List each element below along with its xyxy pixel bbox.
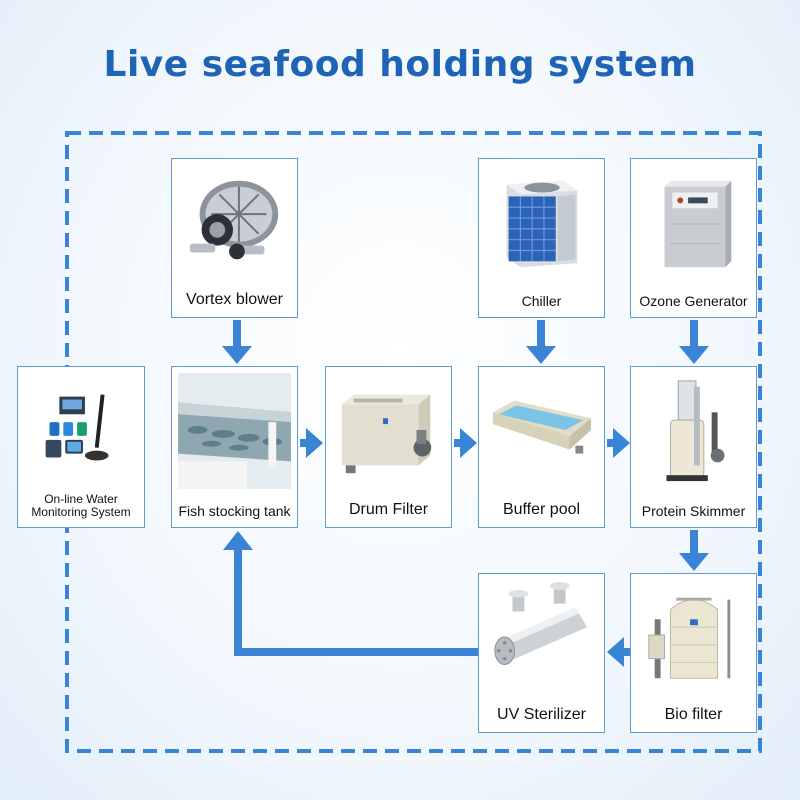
- uv-sterilizer-label: UV Sterilizer: [497, 706, 586, 723]
- ozone-generator-label: Ozone Generator: [639, 293, 748, 309]
- fish-tank-card: Fish stocking tank: [171, 366, 298, 528]
- ozone-generator-icon: [664, 180, 732, 268]
- arrow-blower-to-tank: [222, 320, 252, 364]
- uv-sterilizer-icon: [494, 581, 588, 665]
- bio-filter-label: Bio filter: [664, 706, 723, 723]
- arrow-biofilter-to-uv: [607, 637, 630, 667]
- arrow-chiller-to-buffer: [526, 320, 556, 364]
- vortex-blower-card: Vortex blower: [171, 158, 298, 318]
- ozone-generator-card: Ozone Generator: [630, 158, 757, 318]
- drum-filter-card: Drum Filter: [325, 366, 452, 528]
- buffer-pool-label: Buffer pool: [502, 501, 581, 518]
- bio-filter-card: Bio filter: [630, 573, 757, 733]
- monitoring-label-line1: On-line Water: [44, 492, 118, 506]
- arrow-skimmer-to-biofilter: [679, 530, 709, 571]
- buffer-pool-card: Buffer pool: [478, 366, 605, 528]
- fish-tank-icon: [178, 373, 291, 489]
- monitoring-system-icon: [45, 394, 109, 461]
- protein-skimmer-card: Protein Skimmer: [630, 366, 757, 528]
- monitoring-system-card: On-line Water Monitoring System: [17, 366, 145, 528]
- chiller-card: Chiller: [478, 158, 605, 318]
- drum-filter-label: Drum Filter: [348, 501, 429, 518]
- monitoring-system-label: On-line Water Monitoring System: [20, 493, 142, 519]
- arrow-ozone-to-skimmer: [679, 320, 709, 364]
- protein-skimmer-label: Protein Skimmer: [641, 503, 746, 519]
- bio-filter-icon: [648, 597, 731, 679]
- buffer-pool-icon: [492, 400, 592, 454]
- protein-skimmer-icon: [666, 380, 725, 482]
- chiller-label: Chiller: [521, 293, 562, 309]
- chiller-icon: [506, 180, 578, 268]
- vortex-blower-icon: [189, 180, 279, 260]
- arrow-tank-to-drum: [300, 428, 323, 458]
- arrow-drum-to-buffer: [454, 428, 477, 458]
- drum-filter-icon: [341, 394, 432, 474]
- fish-tank-label: Fish stocking tank: [178, 503, 291, 519]
- vortex-blower-label: Vortex blower: [186, 291, 283, 308]
- arrow-uv-to-tank: [223, 531, 478, 656]
- arrow-buffer-to-skimmer: [607, 428, 630, 458]
- diagram-title: Live seafood holding system: [103, 44, 697, 85]
- monitoring-label-line2: Monitoring System: [31, 505, 131, 519]
- uv-sterilizer-card: UV Sterilizer: [478, 573, 605, 733]
